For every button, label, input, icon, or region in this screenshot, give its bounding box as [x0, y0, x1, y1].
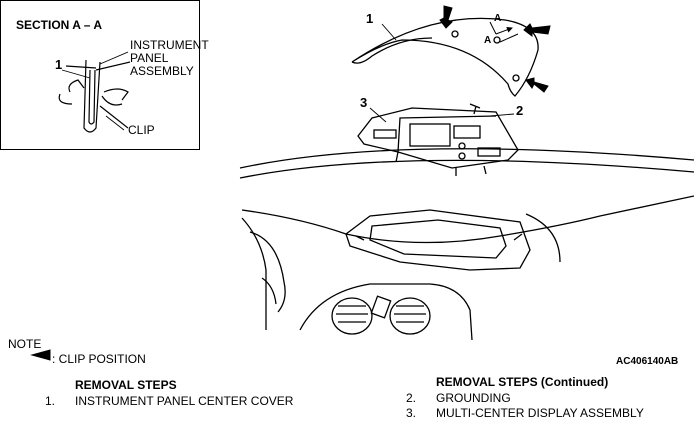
- removal-steps-heading: REMOVAL STEPS: [75, 378, 177, 392]
- section-a-a-box: [0, 0, 200, 150]
- step-3-number: 3.: [406, 406, 417, 420]
- instrument-label-line2: PANEL: [130, 51, 169, 65]
- callout-a-bottom: A: [484, 35, 492, 46]
- figure-code: AC406140AB: [616, 356, 679, 367]
- step-1-number: 1.: [45, 394, 56, 408]
- section-callout-1: 1: [55, 57, 63, 72]
- section-line-a-a: [489, 21, 519, 43]
- display-assembly-part: [357, 103, 519, 176]
- clip-label: CLIP: [128, 123, 155, 137]
- center-cover-part: [351, 17, 539, 97]
- section-title: SECTION A – A: [16, 18, 103, 32]
- leader-lines: [61, 23, 515, 131]
- callout-1: 1: [366, 11, 374, 26]
- note-legend-text: : CLIP POSITION: [52, 352, 146, 366]
- callout-3: 3: [360, 95, 368, 110]
- step-1-text: INSTRUMENT PANEL CENTER COVER: [75, 394, 294, 408]
- clip-cross-section: [58, 59, 131, 133]
- callout-2: 2: [516, 103, 524, 118]
- clip-position-arrows: [30, 5, 551, 361]
- instrument-label-line3: ASSEMBLY: [130, 64, 194, 78]
- removal-steps-continued-heading: REMOVAL STEPS (Continued): [436, 375, 609, 389]
- instrument-label-line1: INSTRUMENT: [130, 38, 209, 52]
- step-3-text: MULTI-CENTER DISPLAY ASSEMBLY: [436, 406, 644, 420]
- callout-a-top: A: [494, 13, 502, 24]
- note-title: NOTE: [8, 337, 42, 351]
- step-2-text: GROUNDING: [436, 391, 511, 405]
- step-2-number: 2.: [406, 391, 417, 405]
- dashboard-body: [239, 148, 694, 341]
